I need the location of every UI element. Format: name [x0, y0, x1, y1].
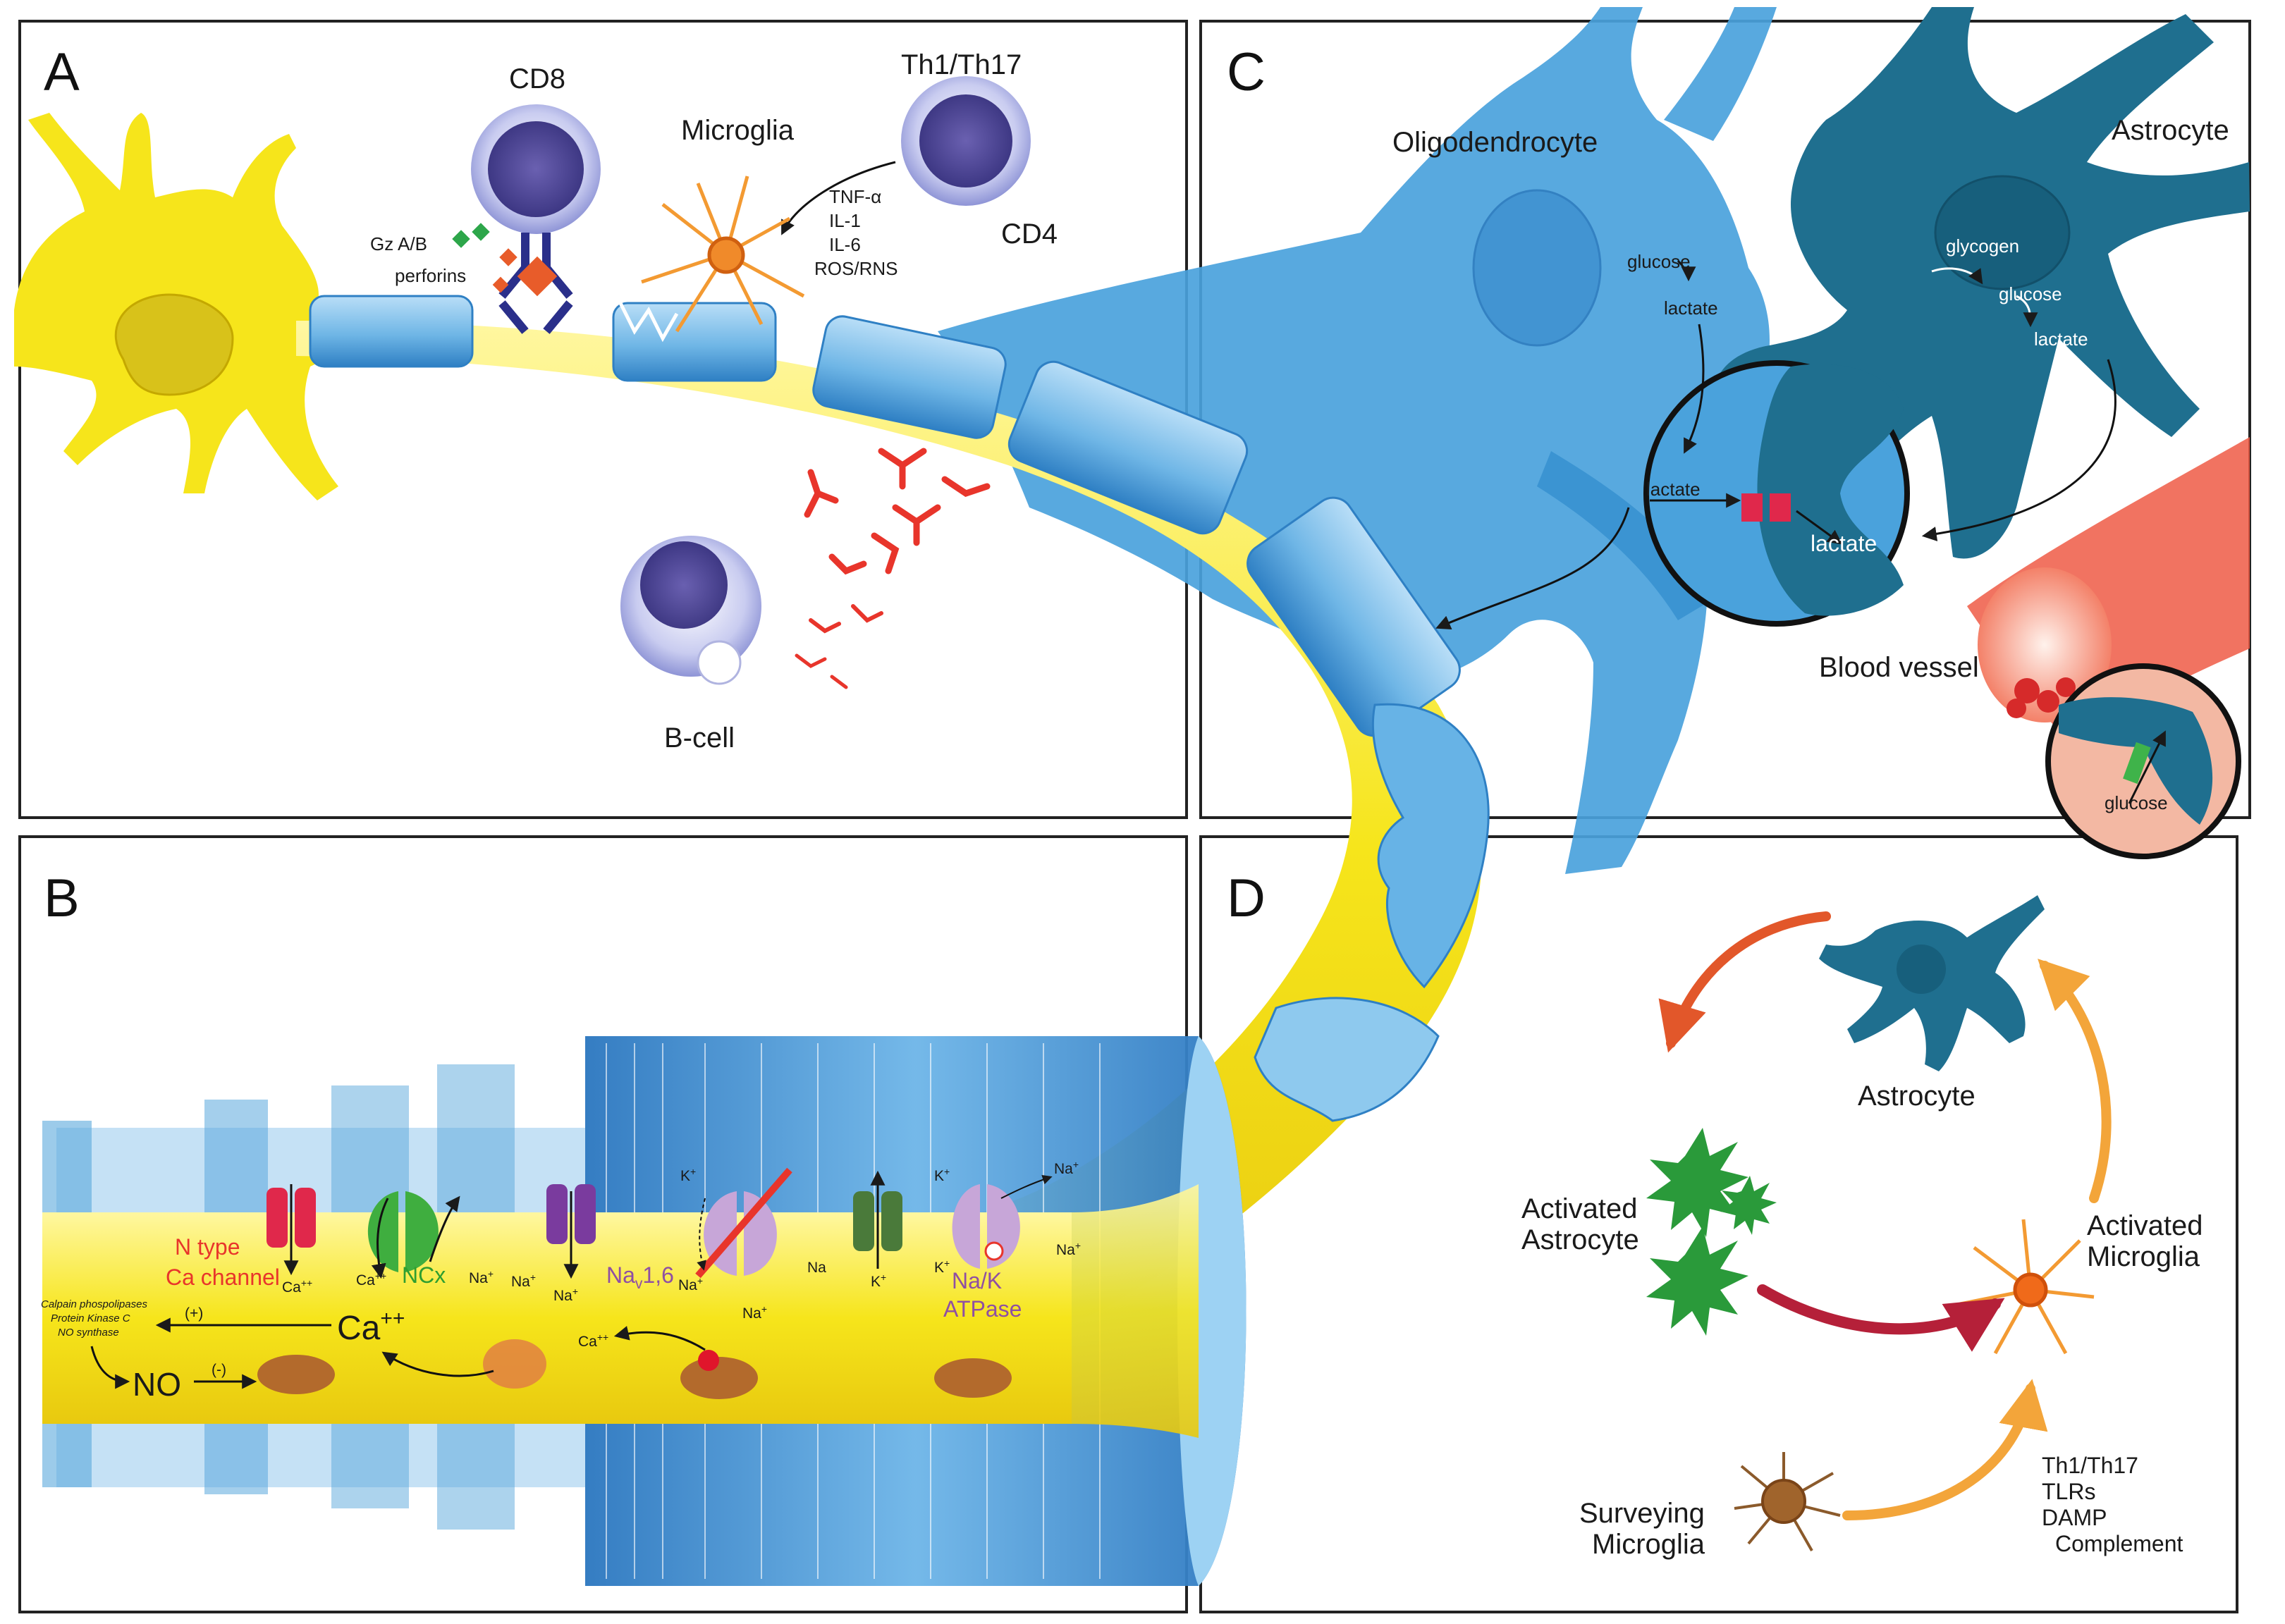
ion-label: Na+: [742, 1303, 767, 1322]
blood-vessel: [1967, 437, 2250, 740]
label-activated-astrocyte: Activated: [1521, 1193, 1638, 1224]
myelin-sheaths: [309, 295, 1490, 1122]
ion-label: Na+: [1056, 1240, 1081, 1258]
label-glucose-astro: glucose: [1999, 283, 2062, 304]
label-astrocyte-c: Astrocyte: [2112, 115, 2229, 146]
label-nav-sub: v: [635, 1276, 643, 1292]
mitochondria: [257, 1339, 1012, 1399]
label-lactate-oligo: lactate: [1664, 297, 1718, 319]
label-calpain: Calpain phospolipases: [41, 1298, 147, 1310]
k-channel: [853, 1170, 902, 1269]
label-minus: (-): [212, 1362, 226, 1378]
label-ncx: NCx: [402, 1262, 446, 1288]
label-cytokine: TNF-α: [829, 186, 881, 207]
panel-d-astrocyte: [1819, 895, 2045, 1071]
label-plus: (+): [185, 1305, 203, 1322]
label-glucose-oligo: glucose: [1627, 251, 1691, 272]
th-cd4-t-cell: [781, 76, 1031, 235]
label-cytokine: IL-1: [829, 210, 861, 231]
label-glucose-inset: glucose: [2105, 792, 2168, 813]
label-trigger: Complement: [2055, 1531, 2183, 1556]
label-gz: Gz A/B: [370, 233, 427, 254]
panel-b-arrows: [90, 1317, 706, 1389]
label-cytokine: IL-6: [829, 234, 861, 255]
label-th1-th17: Th1/Th17: [901, 49, 1022, 80]
axon-exit: [1072, 1184, 1199, 1438]
cd8-t-cell: [452, 104, 601, 334]
label-nav-base: Na: [606, 1262, 635, 1288]
label-b-cell: B-cell: [664, 722, 735, 753]
ncx-exchanger: [367, 1191, 460, 1279]
ion-label: Na+: [469, 1268, 494, 1286]
label-glycogen: glycogen: [1946, 235, 2019, 257]
panel-d-letter: D: [1227, 868, 1266, 928]
ion-label: Na+: [1054, 1159, 1079, 1177]
label-no: NO: [133, 1366, 181, 1403]
ion-label: Na+: [553, 1286, 578, 1304]
label-cd4: CD4: [1001, 219, 1058, 250]
label-activated-microglia: Microglia: [2087, 1241, 2200, 1272]
label-ca-intracellular: Ca++: [337, 1307, 405, 1347]
label-ca-base: Ca: [337, 1310, 381, 1347]
panel-a-letter: A: [44, 42, 80, 102]
label-lactate-astro: lactate: [2034, 328, 2088, 350]
na-k-atpase: [952, 1174, 1053, 1269]
label-trigger: DAMP: [2042, 1505, 2107, 1530]
lactate-inset: [1643, 360, 1910, 627]
ion-label: Na: [807, 1260, 826, 1276]
nav16-channel: [546, 1184, 596, 1279]
label-atpase: ATPase: [943, 1296, 1022, 1322]
label-lactate-inset-right: lactate: [1811, 531, 1877, 556]
blocked-transporter: [695, 1167, 792, 1279]
label-calpain: Protein Kinase C: [51, 1312, 130, 1324]
ion-label: K+: [934, 1257, 950, 1276]
antibodies: [795, 448, 991, 689]
ion-label: K+: [934, 1166, 950, 1184]
panel-b-letter: B: [44, 868, 80, 928]
panel-c-arrows: [1435, 259, 2116, 630]
label-ca-sup: ++: [380, 1307, 405, 1330]
label-na-k: Na/K: [952, 1268, 1002, 1293]
label-surveying-microglia: Surveying: [1579, 1498, 1705, 1529]
label-activated-astrocyte: Astrocyte: [1521, 1224, 1639, 1255]
label-nav16: Nav1,6: [606, 1262, 674, 1292]
label-microglia: Microglia: [681, 115, 795, 146]
label-lactate-inset-left: lactate: [1646, 479, 1701, 500]
b-cell: [620, 536, 804, 685]
neuron-soma: [14, 113, 395, 500]
label-astrocyte-d: Astrocyte: [1858, 1081, 1975, 1112]
label-cytokine: ROS/RNS: [814, 258, 898, 279]
label-cd8: CD8: [509, 63, 565, 94]
panel-d-activated-astrocytes: [1646, 1128, 1777, 1336]
label-ca-channel: Ca channel: [166, 1265, 280, 1290]
ion-label: K+: [871, 1272, 886, 1290]
ion-label: Ca++: [282, 1277, 312, 1296]
panel-d-surveying-microglia: [1734, 1452, 1841, 1551]
label-trigger: Th1/Th17: [2042, 1453, 2138, 1478]
oligodendrocyte-cell: [938, 7, 1777, 874]
ion-label: Na+: [678, 1275, 703, 1293]
microglia-cell: [641, 176, 805, 333]
panel-d-cycle-arrows: [1658, 911, 2112, 1520]
label-perforins: perforins: [395, 265, 466, 286]
ion-label: Na+: [511, 1272, 536, 1290]
label-oligodendrocyte: Oligodendrocyte: [1392, 127, 1598, 158]
label-trigger: TLRs: [2042, 1479, 2095, 1504]
label-nav-suffix: 1,6: [642, 1262, 673, 1288]
label-activated-microglia: Activated: [2087, 1210, 2203, 1241]
panel-d-activated-microglia: [1959, 1219, 2095, 1355]
label-surveying-microglia: Microglia: [1592, 1529, 1705, 1560]
n-type-ca-channel: [267, 1184, 316, 1276]
label-calpain: NO synthase: [58, 1327, 119, 1339]
ion-label: K+: [680, 1166, 696, 1184]
ion-label: Ca++: [578, 1331, 608, 1350]
ion-label: Ca++: [356, 1270, 386, 1288]
label-blood-vessel: Blood vessel: [1819, 652, 1979, 683]
glucose-inset: [2045, 663, 2241, 859]
panel-c-letter: C: [1227, 42, 1266, 102]
label-n-type: N type: [175, 1234, 240, 1260]
